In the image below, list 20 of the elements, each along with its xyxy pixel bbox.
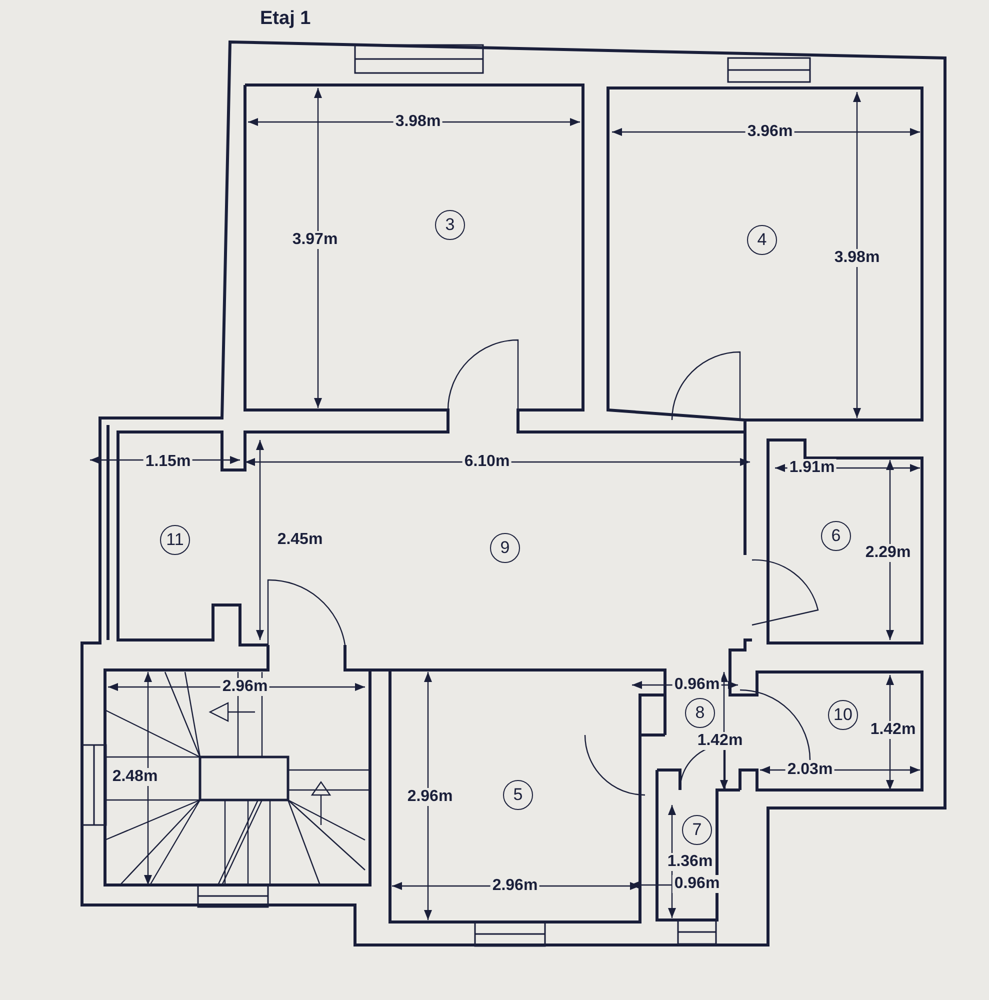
dimension-label: 0.96m: [672, 875, 722, 893]
dimension-label: 3.97m: [290, 231, 340, 249]
dimension-label: 2.96m: [405, 788, 455, 806]
room-number: 10: [828, 700, 858, 730]
dimension-label: 2.48m: [110, 768, 160, 786]
dimension-label: 1.42m: [695, 732, 745, 750]
room-number: 7: [682, 815, 712, 845]
room-number: 5: [503, 780, 533, 810]
room-number: 3: [435, 210, 465, 240]
dimension-label: 1.36m: [665, 853, 715, 871]
room-number: 8: [685, 698, 715, 728]
dimension-label: 2.29m: [863, 544, 913, 562]
room-number: 4: [747, 225, 777, 255]
dimension-label: 2.96m: [220, 678, 270, 696]
room-number: 6: [821, 521, 851, 551]
dimension-label: 3.98m: [832, 249, 882, 267]
dimension-label: 1.42m: [868, 721, 918, 739]
room-number: 9: [490, 533, 520, 563]
floor-title: Etaj 1: [260, 8, 311, 30]
room-number: 11: [160, 525, 190, 555]
